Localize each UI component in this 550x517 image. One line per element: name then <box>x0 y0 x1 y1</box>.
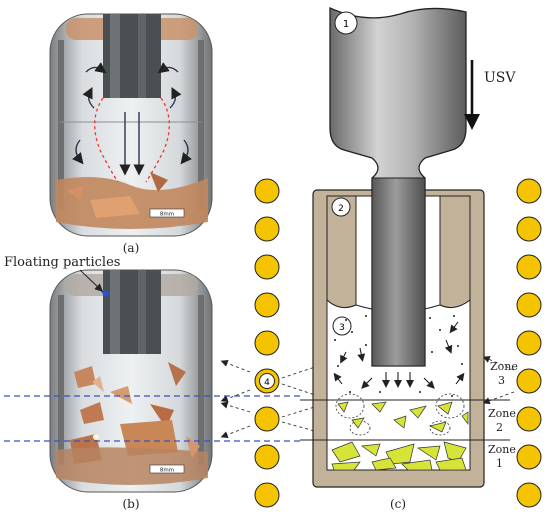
zone-1-label-line2: 1 <box>496 457 503 470</box>
flow-arrows-zone3 <box>333 321 465 389</box>
marker-2: 2 <box>338 204 344 214</box>
panel-b-photo: 8mm <box>49 269 213 493</box>
marker-2-circle <box>331 197 351 217</box>
marker-1-circle <box>334 11 358 35</box>
zone-3-label-line1: Zone <box>490 360 518 373</box>
scale-bar-b: 8mm <box>160 468 174 474</box>
field-lines <box>220 356 515 439</box>
scale-bar-a: 8mm <box>160 212 174 218</box>
marker-3: 3 <box>339 323 345 333</box>
floating-particles-arrow <box>79 269 103 292</box>
particles-zone1 <box>331 441 467 471</box>
floating-particles-label: Floating particles <box>4 255 120 270</box>
melt-dots <box>334 315 463 397</box>
panel-a-photo: 8mm <box>49 13 213 237</box>
coil-right <box>516 178 542 508</box>
usv-arrow-head <box>464 114 480 130</box>
zone-2-label-line2: 2 <box>496 421 503 434</box>
usv-label: USV <box>484 70 516 86</box>
caption-b: (b) <box>122 497 139 511</box>
marker-1: 1 <box>343 19 349 30</box>
zone-1-label-line1: Zone <box>488 443 516 456</box>
particles-zone2 <box>337 401 469 433</box>
circulation-loops <box>335 393 465 436</box>
zone-3-label-line2: 3 <box>498 374 505 387</box>
coil-left <box>254 178 280 508</box>
caption-a: (a) <box>123 241 140 255</box>
marker-4: 4 <box>264 378 270 388</box>
sonotrode <box>329 6 467 367</box>
marker-3-circle <box>332 316 352 336</box>
caption-c: (c) <box>390 497 406 511</box>
zone-2-label-line1: Zone <box>488 407 516 420</box>
marker-4-circle <box>259 373 275 389</box>
